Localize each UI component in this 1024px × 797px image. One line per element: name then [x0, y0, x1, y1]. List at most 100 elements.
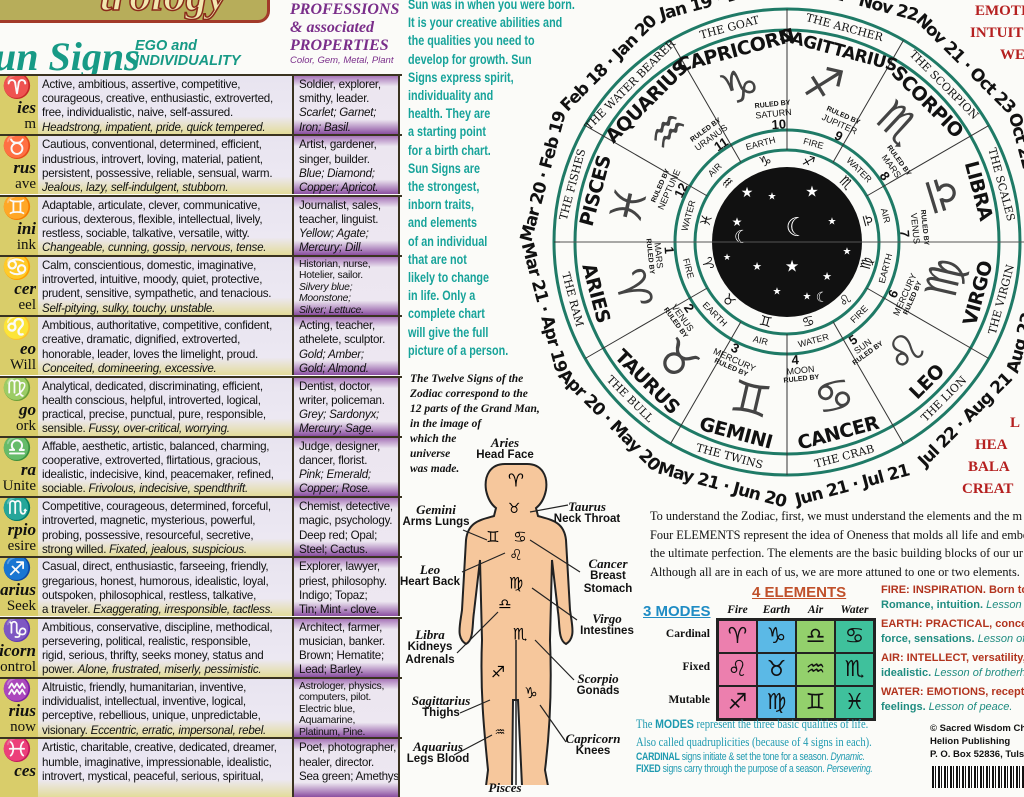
trait-line: cooperative, extroverted, flirtatious, g…: [42, 454, 261, 467]
sign-name: cer: [14, 278, 36, 298]
traits-cell: Artistic, charitable, creative, dedicate…: [38, 739, 294, 797]
heading-line: & associated: [290, 19, 374, 36]
trait-line: Adaptable, articulate, clever, communica…: [42, 198, 261, 212]
trait-line: Self-pitying, sulky, touchy, unstable.: [42, 302, 292, 315]
body-part-name: Head Face: [476, 449, 534, 461]
body-part-name: Thighs: [422, 707, 460, 719]
text: The: [636, 717, 656, 731]
text: Also called quadruplicities (because of …: [636, 734, 872, 749]
sign-glyph: ♏: [2, 498, 32, 523]
element-mode-cell: ♉: [757, 653, 796, 686]
star-icon: ★: [723, 252, 731, 262]
intro-line: for a birth chart.: [408, 142, 491, 158]
star-icon: ★: [741, 184, 754, 200]
trait-line: power. Alone, frustrated, miserly, pessi…: [42, 663, 292, 676]
profession-line: healer, director.: [299, 755, 375, 769]
profession-line: teacher, linguist.: [299, 212, 379, 226]
trait-line: Altruistic, friendly, humanitarian, inve…: [42, 681, 247, 694]
element-column-header: Air: [807, 604, 824, 616]
ruled-by-label: RULED BY: [919, 209, 930, 246]
traits-cell: Analytical, dedicated, discriminating, e…: [38, 377, 294, 436]
red-keyword: EMOTI: [975, 3, 1024, 19]
body-sign-name: Sagittarius: [411, 693, 471, 708]
element-desc-line: idealistic. Lesson of brotherhoo: [881, 666, 1024, 681]
sign-keyword: ink: [16, 236, 36, 253]
trait-line: persistent, possessive, reliable, sensua…: [42, 166, 273, 180]
mode-label: Fixed: [682, 661, 710, 673]
professions-heading: PROFESSIONS & associated PROPERTIES Colo…: [290, 1, 399, 66]
heading-sub: Color, Gem, Metal, Plant: [290, 55, 394, 66]
traits-cell: Casual, direct, enthusiastic, farseeing,…: [38, 558, 294, 617]
trait-line: restless, sociable, talkative, versatile…: [42, 227, 250, 240]
intro-line: the strongest,: [408, 179, 480, 195]
body-part-name: Heart Back: [399, 576, 461, 588]
trait-line: Active, ambitious, assertive, competitiv…: [42, 78, 241, 91]
trait-line: gregarious, honest, humorous, idealistic…: [42, 574, 269, 588]
property-line: Silvery blue;: [299, 281, 353, 293]
body-part-name: Breast Stomach: [583, 570, 633, 595]
intro-line: that are not: [408, 251, 467, 267]
intro-line: Sun Signs are: [408, 160, 481, 176]
profession-line: Astrologer, physics,: [299, 681, 385, 692]
subtitle-line: EGO and: [135, 38, 198, 54]
element-desc-text: , concent: [989, 618, 1024, 630]
trait-line: outspoken, philosophical, restless, talk…: [42, 588, 257, 602]
property-line: Pink; Emerald;: [299, 468, 371, 482]
red-keyword: INTUIT: [970, 25, 1024, 41]
modes-description: The MODES represent the three basic qual…: [636, 716, 893, 775]
body-sign-name: Taurus: [568, 499, 606, 514]
traits-cell: Ambitious, conservative, discipline, met…: [38, 618, 294, 677]
subtitle-line: INDIVIDUALITY: [135, 53, 241, 69]
intro-line: It is your creative abilities and: [408, 15, 563, 31]
trait-line: honorable, leader, loves the limelight, …: [42, 347, 259, 361]
ruled-by-label: RULED BY: [754, 99, 791, 110]
property-line: Grey; Sardonyx;: [299, 407, 380, 421]
body-sign-glyph-icon: ♎: [498, 595, 511, 613]
profession-line: athelete, sculptor.: [299, 333, 386, 347]
house-number: 10: [771, 116, 786, 132]
sign-name: ces: [14, 761, 36, 781]
sign-ruler: MARS: [652, 242, 665, 269]
elements-modes-grid: ♈♑♎♋♌♉♒♏♐♍♊♓: [716, 618, 876, 721]
negative-traits: Headstrong, impatient, pride, quick temp…: [42, 120, 266, 134]
profession-line: magic, psychology.: [299, 514, 393, 528]
traits-cell: Altruistic, friendly, humanitarian, inve…: [38, 679, 294, 737]
trait-text: visionary.: [42, 723, 88, 737]
profession-line: Artist, gardener,: [299, 138, 377, 152]
element-desc-text: Born to l: [988, 584, 1024, 596]
property-line: Moonstone;: [299, 293, 351, 305]
element-mode-cell: ♎: [796, 620, 835, 653]
sign-divider: [670, 39, 732, 146]
red-keyword: WEA: [1000, 47, 1024, 63]
star-icon: ★: [768, 192, 777, 203]
profession-line: Soldier, explorer,: [299, 78, 381, 91]
sign-keyword: Will: [9, 357, 36, 374]
profession-line: Hotelier, sailor.: [299, 270, 363, 282]
negative-traits: Alone, frustrated, miserly, pessimistic.: [77, 663, 262, 677]
profession-line: Poet, photographer,: [299, 741, 397, 755]
trait-line: prudent, sensitive, sympathetic, and ten…: [42, 287, 272, 301]
star-icon: ★: [828, 217, 837, 228]
leader-line: [529, 539, 581, 573]
sign-keyword: ontrol: [0, 658, 36, 675]
sign-name: rius: [8, 701, 36, 720]
trait-line: individualist, intellectual, inventive, …: [42, 695, 246, 709]
trait-line: persevering, political, realistic, respo…: [42, 634, 251, 648]
property-line: Copper; Rose.: [299, 482, 371, 496]
sign-divider: [842, 39, 904, 146]
leader-line: [534, 639, 575, 681]
grand-man-line: universe: [410, 448, 451, 460]
profession-line: priest, philosophy.: [299, 574, 387, 588]
body-sign-glyph-icon: ♉: [508, 501, 521, 517]
profession-line: computers, pilot.: [299, 692, 371, 704]
